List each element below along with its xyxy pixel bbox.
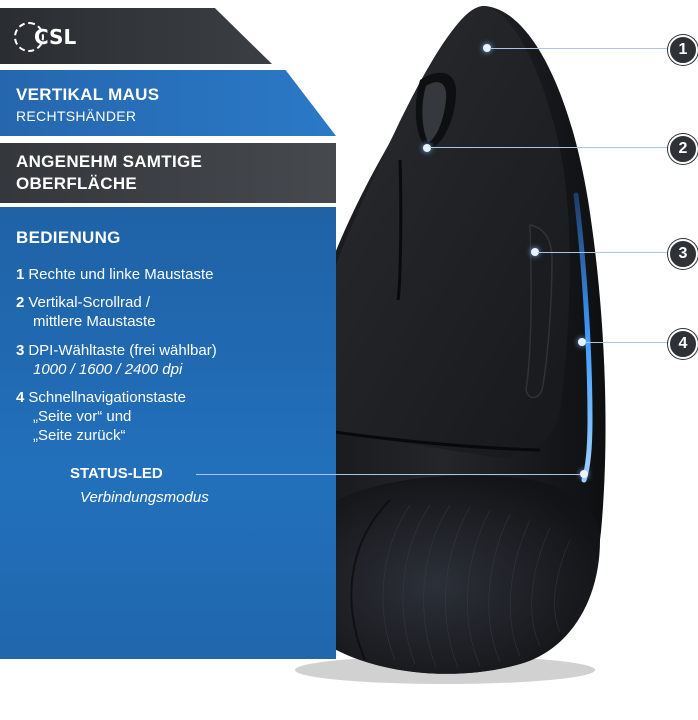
feature-banner: ANGENEHM SAMTIGE OBERFLÄCHE (0, 143, 336, 203)
control-number: 2 (16, 294, 25, 311)
control-text: Schnellnavigationstaste (28, 389, 186, 406)
control-text: Rechte und linke Maustaste (28, 266, 214, 283)
control-text: DPI-Wähltaste (frei wählbar) (28, 342, 217, 359)
controls-title: BEDIENUNG (16, 228, 121, 247)
product-type-banner: VERTIKAL MAUS RECHTSHÄNDER (0, 70, 336, 136)
callout-line-3 (538, 252, 668, 253)
control-text: Vertikal-Scrollrad / (28, 294, 151, 311)
control-number: 1 (16, 266, 25, 283)
callout-line-1 (490, 48, 668, 49)
callout-dot-2 (423, 144, 431, 152)
callout-2: 2 (668, 134, 698, 164)
control-text: 1000 / 1600 / 2400 dpi (33, 361, 183, 378)
callout-4: 4 (668, 329, 698, 359)
callout-dot-1 (483, 44, 491, 52)
control-text: „Seite vor“ und (33, 408, 132, 425)
product-title: VERTIKAL MAUS (16, 85, 160, 104)
status-led-title: STATUS-LED (70, 465, 163, 482)
control-number: 3 (16, 342, 25, 359)
callout-line-4 (585, 342, 668, 343)
callout-dot-3 (531, 248, 539, 256)
control-text: „Seite zurück“ (33, 427, 126, 444)
callout-line-2 (430, 147, 668, 148)
callout-1: 1 (668, 35, 698, 65)
control-number: 4 (16, 389, 25, 406)
logo-ring-icon (14, 22, 44, 52)
control-text: mittlere Maustaste (33, 313, 156, 330)
product-subtitle: RECHTSHÄNDER (16, 108, 137, 124)
feature-line-1: ANGENEHM SAMTIGE (16, 152, 203, 171)
feature-line-2: OBERFLÄCHE (16, 174, 138, 193)
callout-dot-4 (578, 338, 586, 346)
csl-logo: CSL (14, 22, 76, 52)
status-led-dot (580, 470, 588, 478)
callout-3: 3 (668, 239, 698, 269)
vertical-mouse-image (281, 5, 606, 684)
logo-bar: CSL (0, 8, 272, 64)
logo-text: CSL (34, 25, 77, 49)
status-led-line (196, 474, 582, 475)
status-led-subtitle: Verbindungsmodus (80, 489, 209, 506)
